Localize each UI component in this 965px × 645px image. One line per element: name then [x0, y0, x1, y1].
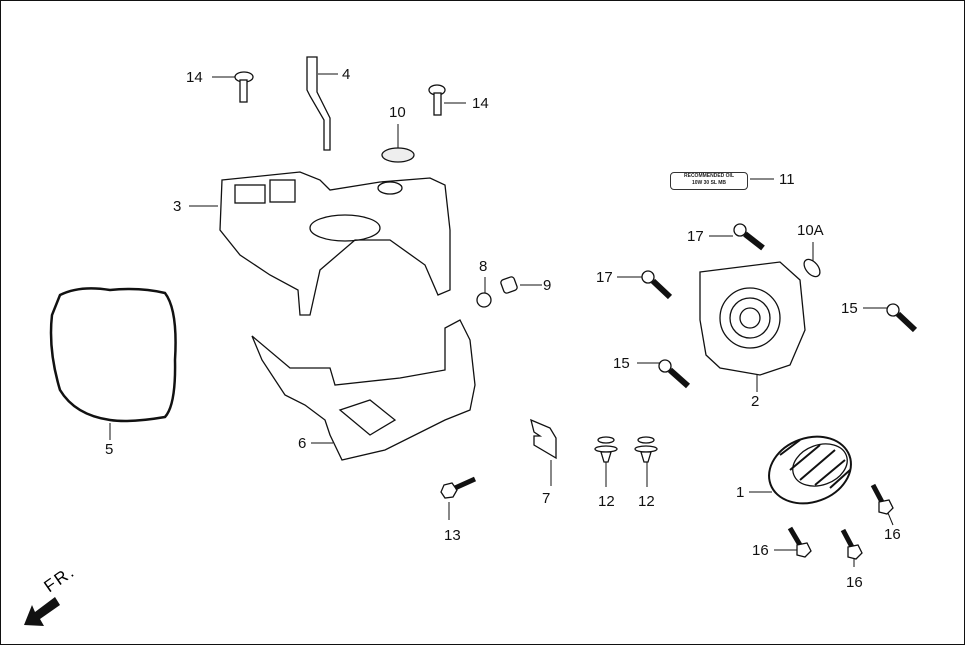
cap-10a-icon: [803, 258, 821, 278]
cap-icon: [381, 147, 415, 163]
screw-icon: [234, 71, 446, 116]
callout-12b: 12: [638, 493, 655, 510]
callout-3: 3: [173, 198, 182, 215]
callout-16a: 16: [884, 526, 901, 543]
callout-10a: 10A: [797, 222, 824, 239]
callout-13: 13: [444, 527, 461, 544]
clip-icon: [594, 436, 658, 463]
collar-icon: [500, 276, 518, 294]
grommet-icon: [476, 292, 492, 308]
callout-15a: 15: [841, 300, 858, 317]
shroud-lower-icon: [251, 319, 476, 461]
bolt-icon: [641, 223, 918, 389]
callout-8: 8: [479, 258, 488, 275]
callout-5: 5: [105, 441, 114, 458]
callout-11: 11: [779, 171, 795, 188]
callout-16c: 16: [846, 574, 863, 591]
front-direction-arrow-icon: [24, 597, 60, 626]
cooling-fan-icon: [768, 435, 852, 505]
callout-9: 9: [543, 277, 552, 294]
callout-4: 4: [342, 66, 351, 83]
strap-icon: [306, 56, 331, 151]
callout-1: 1: [736, 484, 745, 501]
oil-label-line1: RECOMMENDED OIL: [684, 173, 734, 179]
callout-10: 10: [389, 104, 406, 121]
callout-15b: 15: [613, 355, 630, 372]
callout-14a: 14: [186, 69, 203, 86]
oil-label-line2: 10W 30 SL MB: [691, 180, 727, 186]
fan-cover-icon: [699, 261, 806, 376]
callout-17a: 17: [687, 228, 704, 245]
shroud-upper-icon: [219, 171, 451, 316]
callout-2: 2: [751, 393, 760, 410]
callout-6: 6: [298, 435, 307, 452]
callout-17b: 17: [596, 269, 613, 286]
callout-16b: 16: [752, 542, 769, 559]
plate-icon: [530, 418, 557, 460]
callout-14b: 14: [472, 95, 489, 112]
leader-lines: [109, 73, 894, 567]
bolt-13-icon: [440, 476, 477, 499]
callout-12a: 12: [598, 493, 615, 510]
bolt-16-icon: [787, 483, 894, 560]
callout-7: 7: [542, 490, 551, 507]
seal-gasket-icon: [49, 287, 177, 423]
oil-label-sticker: RECOMMENDED OIL 10W 30 SL MB: [670, 172, 748, 190]
